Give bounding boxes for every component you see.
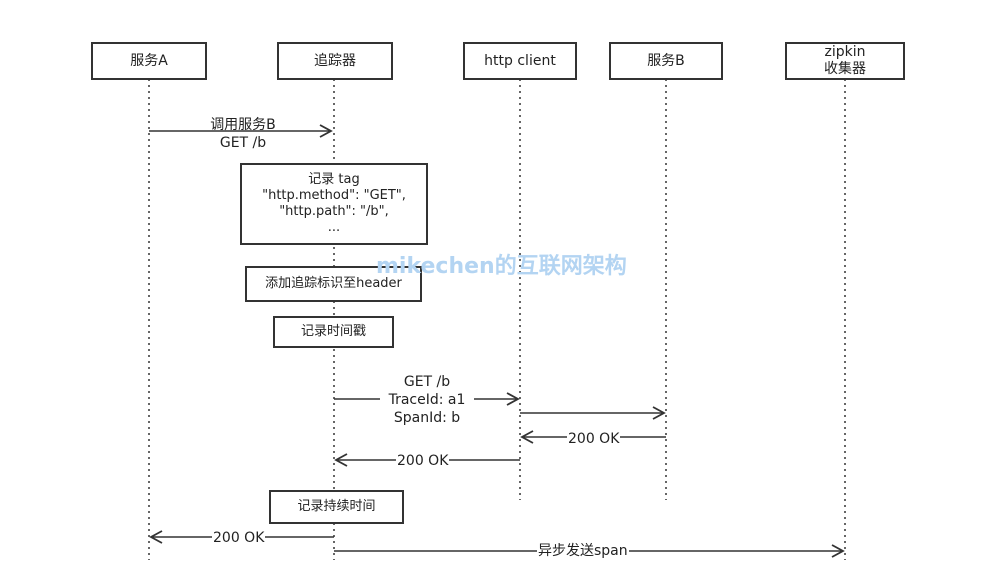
participant-http-client: http client [463, 42, 577, 80]
label-call-service-b: 调用服务B GET /b [210, 117, 276, 151]
participant-service-b-label: 服务B [647, 52, 685, 69]
participant-service-a: 服务A [91, 42, 207, 80]
participant-http-client-label: http client [484, 52, 556, 69]
participant-zipkin-label: zipkin 收集器 [824, 44, 866, 77]
label-get-request: GET /b TraceId: a1 SpanId: b [380, 373, 474, 427]
participant-service-a-label: 服务A [130, 52, 168, 69]
participant-tracer: 追踪器 [277, 42, 393, 80]
label-resp-client-to-tracer: 200 OK [396, 452, 450, 470]
note-record-timestamp-text: 记录时间戳 [300, 324, 366, 339]
note-record-tag-text: 记录 tag "http.method": "GET", "http.path"… [262, 172, 406, 235]
note-record-duration-text: 记录持续时间 [297, 499, 376, 514]
label-resp-b-to-client: 200 OK [567, 430, 621, 448]
participant-tracer-label: 追踪器 [314, 52, 356, 69]
watermark-text: mikechen的互联网架构 [376, 254, 627, 279]
note-record-duration: 记录持续时间 [269, 490, 404, 524]
label-resp-tracer-to-a: 200 OK [212, 529, 266, 547]
participant-service-b: 服务B [609, 42, 723, 80]
note-record-tag: 记录 tag "http.method": "GET", "http.path"… [240, 163, 428, 245]
note-add-trace-header: 添加追踪标识至header [245, 266, 422, 302]
note-add-trace-header-text: 添加追踪标识至header [265, 276, 402, 291]
note-record-timestamp: 记录时间戳 [273, 316, 394, 348]
participant-zipkin: zipkin 收集器 [785, 42, 905, 80]
label-async-send-span: 异步发送span [537, 542, 629, 560]
